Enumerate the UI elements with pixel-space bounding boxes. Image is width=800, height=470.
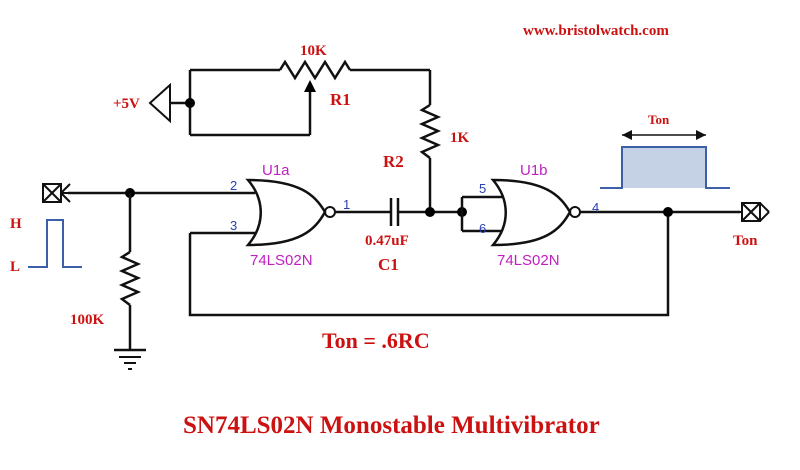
input-low-label: L <box>10 259 20 275</box>
supply-label: +5V <box>113 96 140 112</box>
output-terminal <box>738 202 770 222</box>
feedback-wire <box>188 212 670 317</box>
gate-b-name: U1b <box>520 162 548 179</box>
input-pulse <box>28 219 82 268</box>
gate-a-pin-out: 1 <box>343 197 350 212</box>
r2-value: 1K <box>450 130 470 146</box>
input-high-label: H <box>10 216 22 232</box>
r1-potentiometer <box>188 59 430 137</box>
ground-symbol <box>114 348 146 370</box>
r1-name: R1 <box>330 90 351 109</box>
formula: Ton = .6RC <box>322 328 430 353</box>
gate-a-pin-in1: 2 <box>230 178 237 193</box>
junction-cap <box>425 207 435 217</box>
r1-value: 10K <box>300 43 327 59</box>
website-url: www.bristolwatch.com <box>523 23 669 39</box>
diagram-title: SN74LS02N Monostable Multivibrator <box>183 412 600 439</box>
capacitor-c1 <box>383 198 465 226</box>
r2-name: R2 <box>383 152 404 171</box>
gate-a-part: 74LS02N <box>250 252 313 269</box>
output-pulse <box>600 130 730 189</box>
pulldown-value: 100K <box>70 312 105 328</box>
gate-b-pin-in2: 6 <box>479 221 486 236</box>
gate-a-name: U1a <box>262 162 290 179</box>
input-terminal <box>42 183 71 203</box>
junction-supply <box>185 98 195 108</box>
c1-name: C1 <box>378 255 399 274</box>
gate-a-pin-in2: 3 <box>230 218 237 233</box>
gate-b-pin-in1: 5 <box>479 181 486 196</box>
pulldown-resistor <box>118 193 142 350</box>
junction-output <box>663 207 673 217</box>
gate-u1b <box>457 178 740 247</box>
gate-u1a <box>190 178 383 247</box>
r2-resistor <box>418 70 442 213</box>
pulse-width-label: Ton <box>648 112 670 127</box>
supply-ground-symbol <box>148 82 190 124</box>
output-label: Ton <box>733 233 758 249</box>
c1-value: 0.47uF <box>365 233 409 249</box>
gate-b-pin-out: 4 <box>592 200 599 215</box>
gate-b-part: 74LS02N <box>497 252 560 269</box>
